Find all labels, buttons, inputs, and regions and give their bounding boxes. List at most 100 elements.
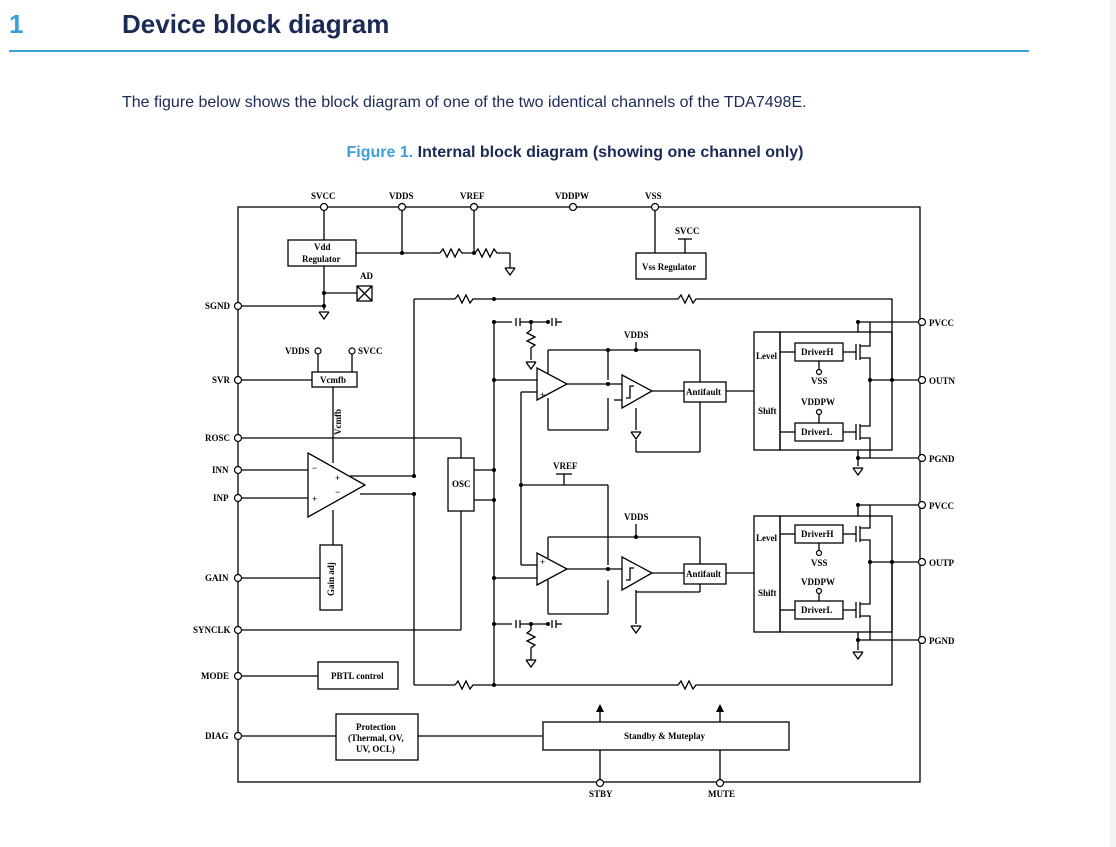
level-top-label: Level: [756, 351, 777, 361]
pin-outn-label: OUTN: [929, 376, 956, 386]
section-divider: [9, 50, 1029, 52]
section-number: 1: [9, 9, 24, 39]
pin-mute-label: MUTE: [708, 789, 735, 799]
driverh-top-label: DriverH: [801, 347, 833, 357]
driver-top-outline: [779, 331, 893, 451]
pin-pvcc-bottom-label: PVCC: [929, 501, 954, 511]
protection-label-1: Protection: [356, 722, 396, 732]
page-scrollbar[interactable]: [1110, 0, 1116, 847]
pin-vddpw-label: VDDPW: [555, 191, 589, 201]
input-section: VDDS SVCC Vcmfb Vcmfb − + + − Gain adj: [242, 298, 543, 761]
figure-label: Figure 1.: [346, 144, 414, 161]
pin-mode-label: MODE: [201, 671, 229, 681]
pin-rosc: [233, 433, 243, 443]
top-pins: SVCC VDDS VREF VDDPW VSS: [311, 191, 662, 212]
pin-diag-label: DIAG: [205, 731, 229, 741]
driverl-bottom-label: DriverL: [801, 605, 833, 615]
pin-svr: [233, 375, 243, 385]
standby-muteplay-label: Standby & Muteplay: [624, 731, 706, 741]
pin-inn: [233, 465, 243, 475]
vdds-top-label: VDDS: [624, 330, 649, 340]
pin-mute: [715, 778, 725, 788]
ad-label: AD: [360, 271, 373, 281]
standby-section: Standby & Muteplay STBY MUTE: [542, 704, 790, 799]
vss-svcc-label: SVCC: [675, 226, 700, 236]
pin-vdds-label: VDDS: [389, 191, 414, 201]
shift-bottom-label: Shift: [758, 588, 777, 598]
pin-vref: [469, 202, 479, 212]
pin-outn: [917, 375, 927, 385]
channel-bottom: + VDDS Antifault Level Shift: [494, 504, 920, 668]
vref-mid-label: VREF: [553, 461, 578, 471]
left-pins: SGND SVR ROSC INN INP GAIN SYNCLK MODE D…: [193, 301, 243, 741]
vref-reference: VREF: [521, 461, 609, 565]
intro-paragraph: The figure below shows the block diagram…: [122, 94, 807, 111]
vss-top-label: VSS: [811, 376, 828, 386]
pin-synclk: [233, 625, 243, 635]
level-shift-top-block: [753, 331, 781, 451]
vdd-regulator-section: Vdd Regulator AD: [287, 211, 516, 320]
antifault-bottom-label: Antifault: [686, 569, 721, 579]
figure-caption: Figure 1. Internal block diagram (showin…: [0, 144, 1116, 162]
pin-mode: [233, 671, 243, 681]
pin-vss: [650, 202, 660, 212]
svg-text:+: +: [540, 557, 545, 567]
vss-regulator-block: [635, 252, 707, 280]
vss-regulator-section: Vss Regulator SVCC: [635, 211, 707, 280]
driverl-top-label: DriverL: [801, 427, 833, 437]
pin-vdds: [397, 202, 407, 212]
pin-stby-label: STBY: [589, 789, 613, 799]
pin-svr-label: SVR: [212, 375, 231, 385]
vddpw-top-label: VDDPW: [801, 397, 835, 407]
protection-label-3: UV, OCL): [356, 744, 395, 754]
pin-pgnd-top: [917, 453, 927, 463]
pin-pvcc-top: [917, 317, 927, 327]
vddpw-bottom-label: VDDPW: [801, 577, 835, 587]
pin-vref-label: VREF: [460, 191, 485, 201]
pin-pgnd-bottom-label: PGND: [929, 636, 955, 646]
driver-bottom-outline: [779, 515, 893, 633]
pin-diag: [233, 731, 243, 741]
osc-label: OSC: [452, 479, 471, 489]
right-pins: PVCC OUTN PGND PVCC OUTP PGND: [917, 317, 956, 646]
pin-sgnd-label: SGND: [205, 301, 231, 311]
pin-outp-label: OUTP: [929, 558, 955, 568]
pin-inp: [233, 493, 243, 503]
svg-text:+: +: [312, 494, 317, 504]
svg-text:+: +: [540, 390, 545, 400]
pin-svcc: [319, 202, 329, 212]
pin-synclk-label: SYNCLK: [193, 625, 231, 635]
pin-rosc-label: ROSC: [205, 433, 230, 443]
section-title: Device block diagram: [122, 9, 390, 39]
pin-pgnd-top-label: PGND: [929, 454, 955, 464]
antifault-bottom-block: [683, 563, 727, 585]
antifault-top-block: [683, 381, 727, 403]
pin-gain: [233, 573, 243, 583]
vdd-regulator-label-1: Vdd: [314, 242, 331, 252]
comparator-top: [621, 373, 654, 410]
junction-dots: [322, 251, 894, 687]
vcmfb-vdds-label: VDDS: [285, 346, 310, 356]
pin-vss-label: VSS: [645, 191, 662, 201]
level-bottom-label: Level: [756, 533, 777, 543]
vcmfb-label: Vcmfb: [320, 375, 346, 385]
svg-text:−: −: [335, 487, 340, 497]
pbtl-control-block: [317, 661, 399, 690]
vcmfb-vertical-label: Vcmfb: [333, 409, 343, 435]
comparator-bottom: [621, 555, 654, 592]
gain-adj-label: Gain adj: [326, 562, 336, 596]
channel-top: + VDDS Antifault: [493, 318, 920, 685]
antifault-top-label: Antifault: [686, 387, 721, 397]
svg-text:+: +: [335, 473, 340, 483]
protection-block: [335, 713, 419, 761]
pin-vddpw: [568, 202, 578, 212]
level-shift-bottom-block: [753, 515, 781, 633]
vcmfb-svcc-label: SVCC: [358, 346, 383, 356]
pin-pvcc-bottom: [917, 500, 927, 510]
pin-inp-label: INP: [213, 493, 229, 503]
pin-svcc-label: SVCC: [311, 191, 336, 201]
svg-text:−: −: [312, 463, 317, 473]
protection-label-2: (Thermal, OV,: [348, 733, 404, 743]
pin-gain-label: GAIN: [205, 573, 229, 583]
